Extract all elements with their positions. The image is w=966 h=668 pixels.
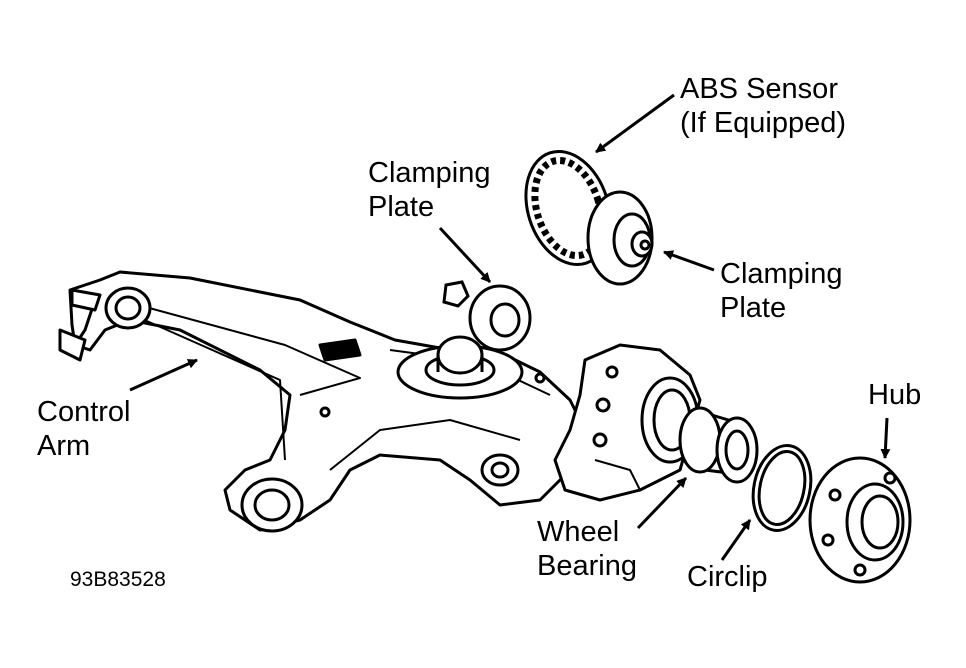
clamping-plate-left-label: Clamping Plate <box>368 156 491 224</box>
control-arm-label-line-2: Arm <box>37 430 91 462</box>
hub-part <box>808 456 912 584</box>
abs-sensor-label: ABS Sensor (If Equipped) <box>680 72 846 140</box>
clamping-plate-right-part <box>586 190 654 286</box>
hub-label: Hub <box>868 379 922 411</box>
clamping-plate-right-label-line-2: Plate <box>720 292 787 324</box>
leader-arrows <box>129 93 891 561</box>
circlip-part <box>751 444 813 532</box>
wheel-bearing-label-line-2: Bearing <box>537 550 637 582</box>
abs-sensor-label-line-1: ABS Sensor <box>680 73 838 105</box>
control-arm-label: Control Arm <box>37 395 131 463</box>
wheel-bearing-part <box>678 406 759 484</box>
control-arm-label-line-1: Control <box>37 396 131 428</box>
abs-sensor-label-line-2: (If Equipped) <box>680 107 847 139</box>
bearing-housing-part <box>553 343 702 502</box>
control-arm-part <box>58 270 587 533</box>
wheel-bearing-label: Wheel Bearing <box>537 515 637 583</box>
clamping-plate-left-label-line-2: Plate <box>368 191 435 223</box>
clamping-plate-right-label: Clamping Plate <box>720 257 843 325</box>
circlip-label: Circlip <box>687 561 768 593</box>
wheel-bearing-label-line-1: Wheel <box>537 516 620 548</box>
clamping-plate-right-label-line-1: Clamping <box>720 258 843 290</box>
clamping-plate-left-part <box>442 280 532 352</box>
clamping-plate-left-label-line-1: Clamping <box>368 157 491 189</box>
figure-code: 93B83528 <box>70 568 166 591</box>
